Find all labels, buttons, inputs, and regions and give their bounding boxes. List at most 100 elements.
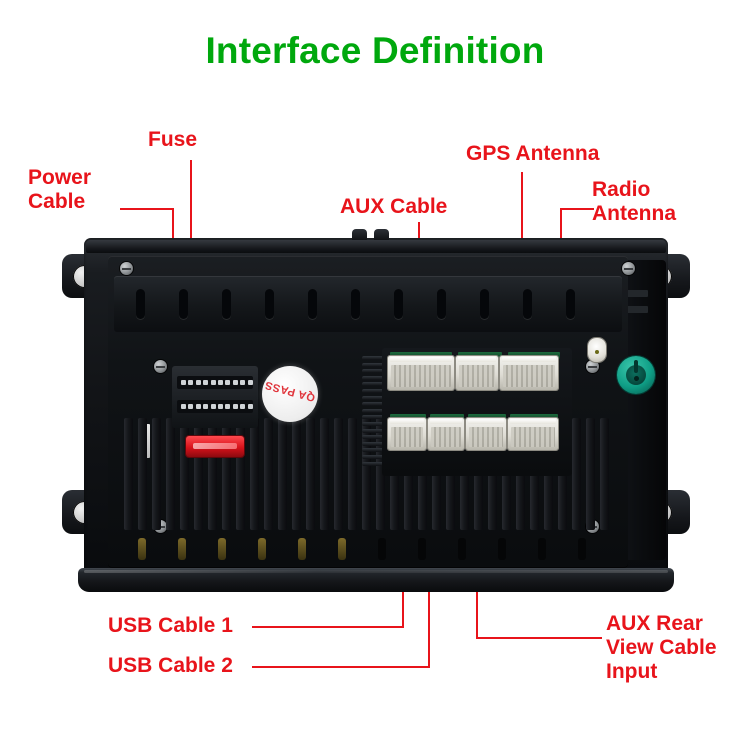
head-unit-rear-panel: QA PASS — [62, 229, 690, 600]
aux-connector-bottom-3[interactable] — [466, 418, 506, 450]
coil-winding — [362, 448, 400, 453]
radio-jack-pin — [634, 376, 639, 381]
power-pin — [195, 404, 201, 409]
power-pin — [225, 404, 231, 409]
heat-sink-fin — [572, 418, 581, 530]
coil-winding — [362, 415, 400, 420]
radio-jack-bore — [626, 365, 646, 385]
heat-sink-fin — [306, 418, 315, 530]
chassis-pin — [138, 538, 146, 560]
callout-label-aux-rear-view-cable-input: AUX Rear View Cable Input — [606, 612, 717, 683]
chassis-pin — [298, 538, 306, 560]
heat-sink-fin — [180, 418, 189, 530]
pcb-strip — [458, 352, 502, 359]
heat-sink-fin — [334, 418, 343, 530]
power-pin — [232, 404, 238, 409]
power-pin — [203, 404, 209, 409]
pcb-strip — [510, 414, 558, 421]
top-rail — [86, 240, 666, 253]
power-pin — [181, 404, 186, 409]
aux-connector-bay — [382, 348, 572, 476]
pcb-strip — [468, 414, 506, 421]
chassis-screw — [622, 262, 635, 275]
chassis-pin — [258, 538, 266, 560]
side-plate-marking — [608, 306, 648, 313]
power-pin — [195, 380, 201, 385]
qa-pass-sticker-text: QA PASS — [263, 378, 317, 404]
heat-sink-fin — [376, 418, 385, 530]
usb-connector-1[interactable] — [388, 418, 426, 450]
chassis-pin — [178, 538, 186, 560]
coil-winding — [362, 375, 400, 380]
chassis-screw — [586, 360, 599, 373]
power-pin — [240, 380, 246, 385]
coil-winding — [362, 389, 400, 393]
heat-sink-fin — [138, 418, 147, 530]
vent-slot — [566, 289, 575, 319]
callout-label-usb-cable-2: USB Cable 2 — [108, 654, 233, 677]
pcb-strip — [390, 352, 452, 359]
aux-connector-top-3[interactable] — [500, 356, 558, 390]
heat-sink-fin — [194, 418, 203, 530]
blade-fuse[interactable] — [186, 436, 244, 457]
vent-slot — [308, 289, 317, 319]
coil-winding — [362, 435, 400, 440]
radio-antenna-jack[interactable] — [617, 356, 655, 394]
vent-slot — [179, 289, 188, 319]
coil-winding — [362, 356, 400, 360]
vent-slot — [523, 289, 532, 319]
chassis-pin — [378, 538, 386, 560]
aux-connector-top-1[interactable] — [388, 356, 454, 390]
aux-connector-top-2[interactable] — [456, 356, 498, 390]
leader-radio-antenna-h — [560, 208, 594, 210]
top-tab-left — [352, 229, 367, 240]
heat-sink-fin — [208, 418, 217, 530]
power-connector[interactable] — [172, 366, 258, 428]
heat-sink-fin — [586, 418, 595, 530]
coil-winding — [362, 382, 400, 387]
chassis-pin — [418, 538, 426, 560]
upper-vent-band — [114, 276, 622, 332]
power-pin — [225, 380, 231, 385]
heat-sink-fin — [250, 418, 259, 530]
gps-antenna-jack[interactable] — [588, 338, 606, 362]
power-pin — [247, 380, 253, 385]
chassis-pin — [218, 538, 226, 560]
qa-pass-sticker: QA PASS — [262, 366, 318, 422]
aux-rear-view-connector[interactable] — [508, 418, 558, 450]
heat-sink-fin — [236, 418, 245, 530]
bottom-pin-row — [124, 538, 614, 562]
top-tab-right — [374, 229, 389, 240]
vent-slot — [394, 289, 403, 319]
coil-winding — [362, 455, 400, 459]
leader-aux-rear-h — [476, 637, 602, 639]
chassis-pin — [338, 538, 346, 560]
power-pin — [240, 404, 246, 409]
heat-sink-fin — [278, 418, 287, 530]
vent-slot — [265, 289, 274, 319]
chassis-pin — [578, 538, 586, 560]
heat-sink-fin — [292, 418, 301, 530]
vent-slot — [437, 289, 446, 319]
heat-sink-fin — [166, 418, 175, 530]
chassis-screw — [120, 262, 133, 275]
callout-label-usb-cable-1: USB Cable 1 — [108, 614, 233, 637]
heat-sink-fin — [600, 418, 609, 530]
callout-label-power-cable: Power Cable — [28, 166, 92, 213]
power-pin — [218, 380, 223, 385]
coil-winding — [362, 362, 400, 367]
pcb-strip — [430, 414, 464, 421]
vent-slot — [222, 289, 231, 319]
usb-connector-2[interactable] — [428, 418, 464, 450]
coil-winding — [362, 461, 400, 466]
power-pin — [247, 404, 253, 409]
coil-winding — [362, 369, 400, 374]
chassis-pin — [538, 538, 546, 560]
page-title: Interface Definition — [205, 30, 545, 71]
power-pin — [210, 404, 216, 409]
heat-sink-fin — [222, 418, 231, 530]
coil-winding — [362, 441, 400, 446]
coil-winding — [362, 408, 400, 413]
heat-sink-fin — [152, 418, 161, 530]
